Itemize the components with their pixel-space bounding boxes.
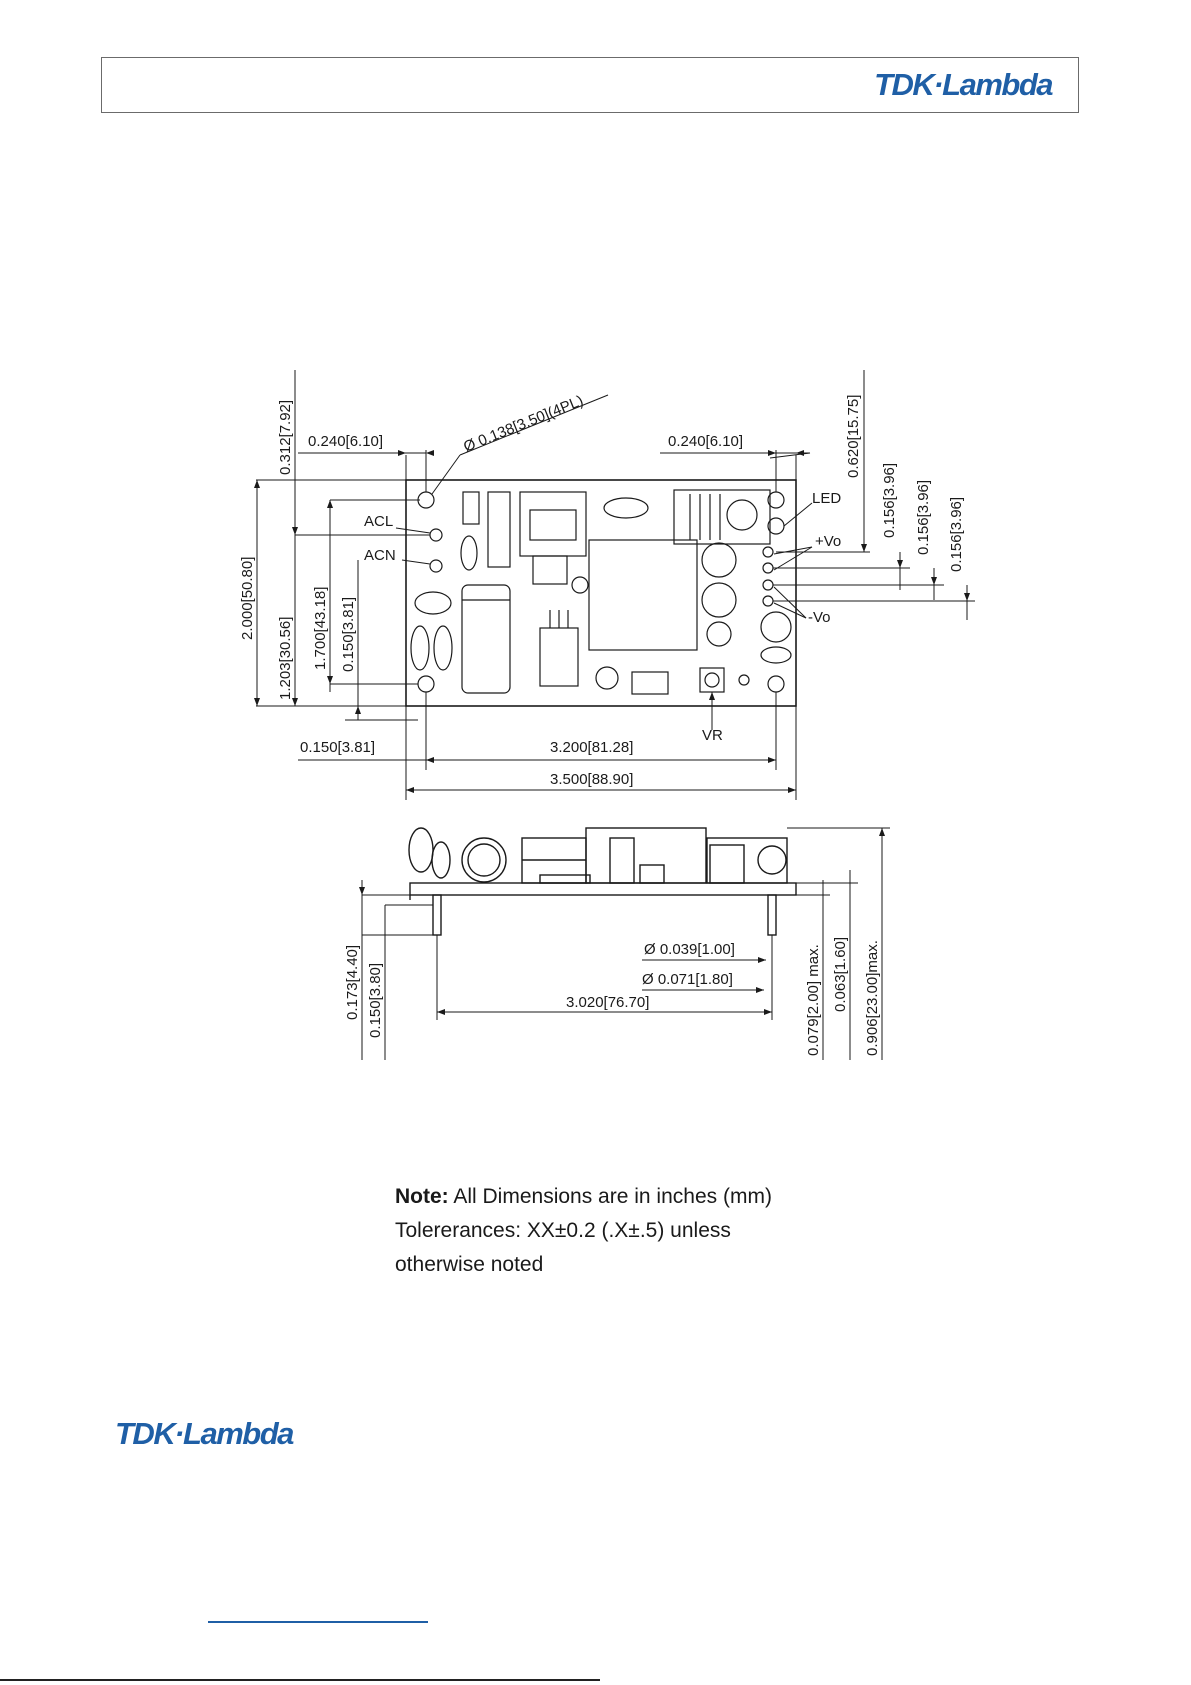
dim-3200: 3.200[81.28] <box>550 739 633 756</box>
component-electrolytic <box>461 584 511 694</box>
label-led: LED <box>812 490 841 507</box>
label-vr: VR <box>702 727 723 744</box>
dim-0240-right: 0.240[6.10] <box>668 433 743 450</box>
component-oval <box>433 625 453 671</box>
component-oval <box>414 591 452 615</box>
mounting-hole <box>767 675 785 693</box>
dim-0156-c: 0.156[3.96] <box>948 497 965 572</box>
component-bridge <box>532 555 568 585</box>
component-optocoupler <box>631 671 669 695</box>
output-pin <box>762 546 774 558</box>
dim-1700: 1.700[43.18] <box>312 587 329 670</box>
component-regulator <box>539 627 579 687</box>
label-acn: ACN <box>364 547 396 564</box>
page-header: TDK·Lambda <box>101 57 1079 113</box>
mounting-hole <box>417 675 435 693</box>
dim-0156-b: 0.156[3.96] <box>915 480 932 555</box>
label-pos-vo: +Vo <box>815 533 841 550</box>
dim-0150-side: 0.150[3.80] <box>367 963 384 1038</box>
component-fuse <box>462 491 480 525</box>
pcb-outline-top <box>405 479 797 707</box>
component-resistor <box>487 491 511 568</box>
dim-0150-horizontal: 0.150[3.81] <box>300 739 375 756</box>
dim-0173: 0.173[4.40] <box>344 945 361 1020</box>
side-pin <box>432 894 442 936</box>
output-pin <box>762 595 774 607</box>
dim-2000: 2.000[50.80] <box>239 557 256 640</box>
dim-1203: 1.203[30.56] <box>277 617 294 700</box>
note-line-2: Tolererances: XX±0.2 (.X±.5) unless <box>395 1219 731 1242</box>
dim-pin-dia-071: Ø 0.071[1.80] <box>642 971 733 988</box>
component-trimmer <box>699 667 725 693</box>
side-pin <box>767 894 777 936</box>
tdk-lambda-footer-logo: TDK·Lambda <box>115 1416 294 1451</box>
label-acl: ACL <box>364 513 393 530</box>
dim-3500: 3.500[88.90] <box>550 771 633 788</box>
note-line-3: otherwise noted <box>395 1253 544 1276</box>
output-pin <box>762 579 774 591</box>
pcb-outline-side <box>409 882 797 896</box>
acl-pin <box>429 528 443 542</box>
dim-0150-vertical: 0.150[3.81] <box>340 597 357 672</box>
note-label: Note: <box>395 1185 449 1208</box>
dim-0079: 0.079[2.00] max. <box>805 944 822 1056</box>
footer-link-underline[interactable] <box>208 1621 428 1623</box>
dim-0156-a: 0.156[3.96] <box>881 463 898 538</box>
component-transformer <box>588 539 698 651</box>
dim-3020: 3.020[76.70] <box>566 994 649 1011</box>
side-component <box>706 837 788 884</box>
dim-0240-left: 0.240[6.10] <box>308 433 383 450</box>
dim-hole-diameter: Ø 0.138[3.50](4PL) <box>461 392 586 456</box>
page-bottom-rule <box>0 1679 600 1681</box>
note-line-1: All Dimensions are in inches (mm) <box>448 1185 772 1208</box>
mounting-hole <box>417 491 435 509</box>
acn-pin <box>429 559 443 573</box>
dimension-note: Note: All Dimensions are in inches (mm) … <box>395 1180 815 1282</box>
component-cap-small <box>460 535 478 571</box>
dim-0312: 0.312[7.92] <box>277 400 294 475</box>
dim-pin-dia-039: Ø 0.039[1.00] <box>644 941 735 958</box>
tdk-lambda-logo: TDK·Lambda <box>874 67 1053 102</box>
component-oval <box>410 625 430 671</box>
output-pin <box>762 562 774 574</box>
component-heatsink <box>673 489 771 545</box>
label-neg-vo: -Vo <box>808 609 831 626</box>
side-component <box>585 827 707 884</box>
component-x-cap <box>603 497 649 519</box>
dim-0906: 0.906[23.00]max. <box>864 940 881 1056</box>
dim-0620: 0.620[15.75] <box>845 395 862 478</box>
dim-0063: 0.063[1.60] <box>832 937 849 1012</box>
